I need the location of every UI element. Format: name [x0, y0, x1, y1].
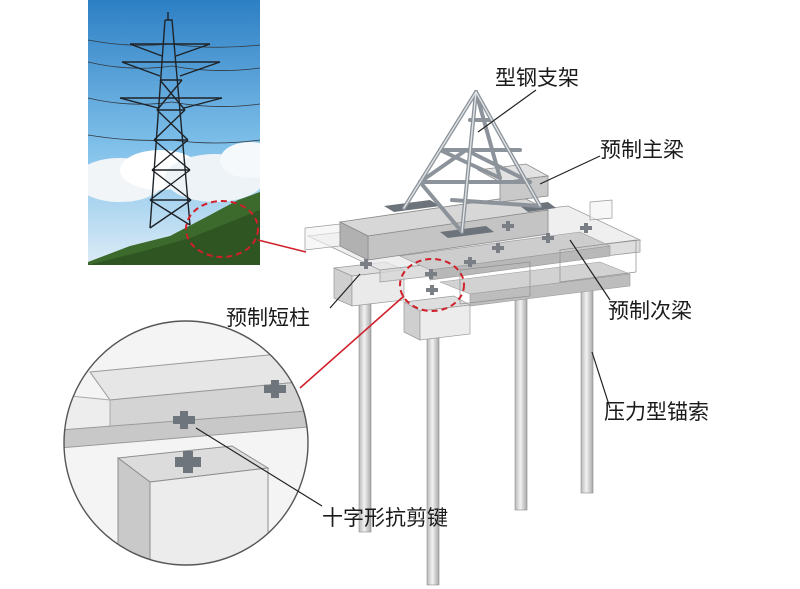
- zoom-detail: [64, 321, 308, 565]
- tower-photo: [88, 0, 260, 265]
- anchor-piles: [358, 282, 594, 586]
- zoom-detail-border: [63, 320, 309, 566]
- label-shear-key: 十字形抗剪键: [322, 506, 448, 530]
- zoom-leader-line: [299, 295, 405, 389]
- shear-keys: [360, 221, 592, 295]
- label-main-beam: 预制主梁: [600, 138, 684, 162]
- label-secondary-beam: 预制次梁: [608, 299, 692, 323]
- label-short-column: 预制短柱: [226, 306, 310, 330]
- detail-highlight-circle: [399, 258, 465, 312]
- label-anchor-cable: 压力型锚索: [604, 400, 709, 424]
- photo-leader-line: [257, 239, 307, 253]
- label-leaders: [195, 89, 611, 507]
- label-steel-frame: 型钢支架: [495, 66, 579, 90]
